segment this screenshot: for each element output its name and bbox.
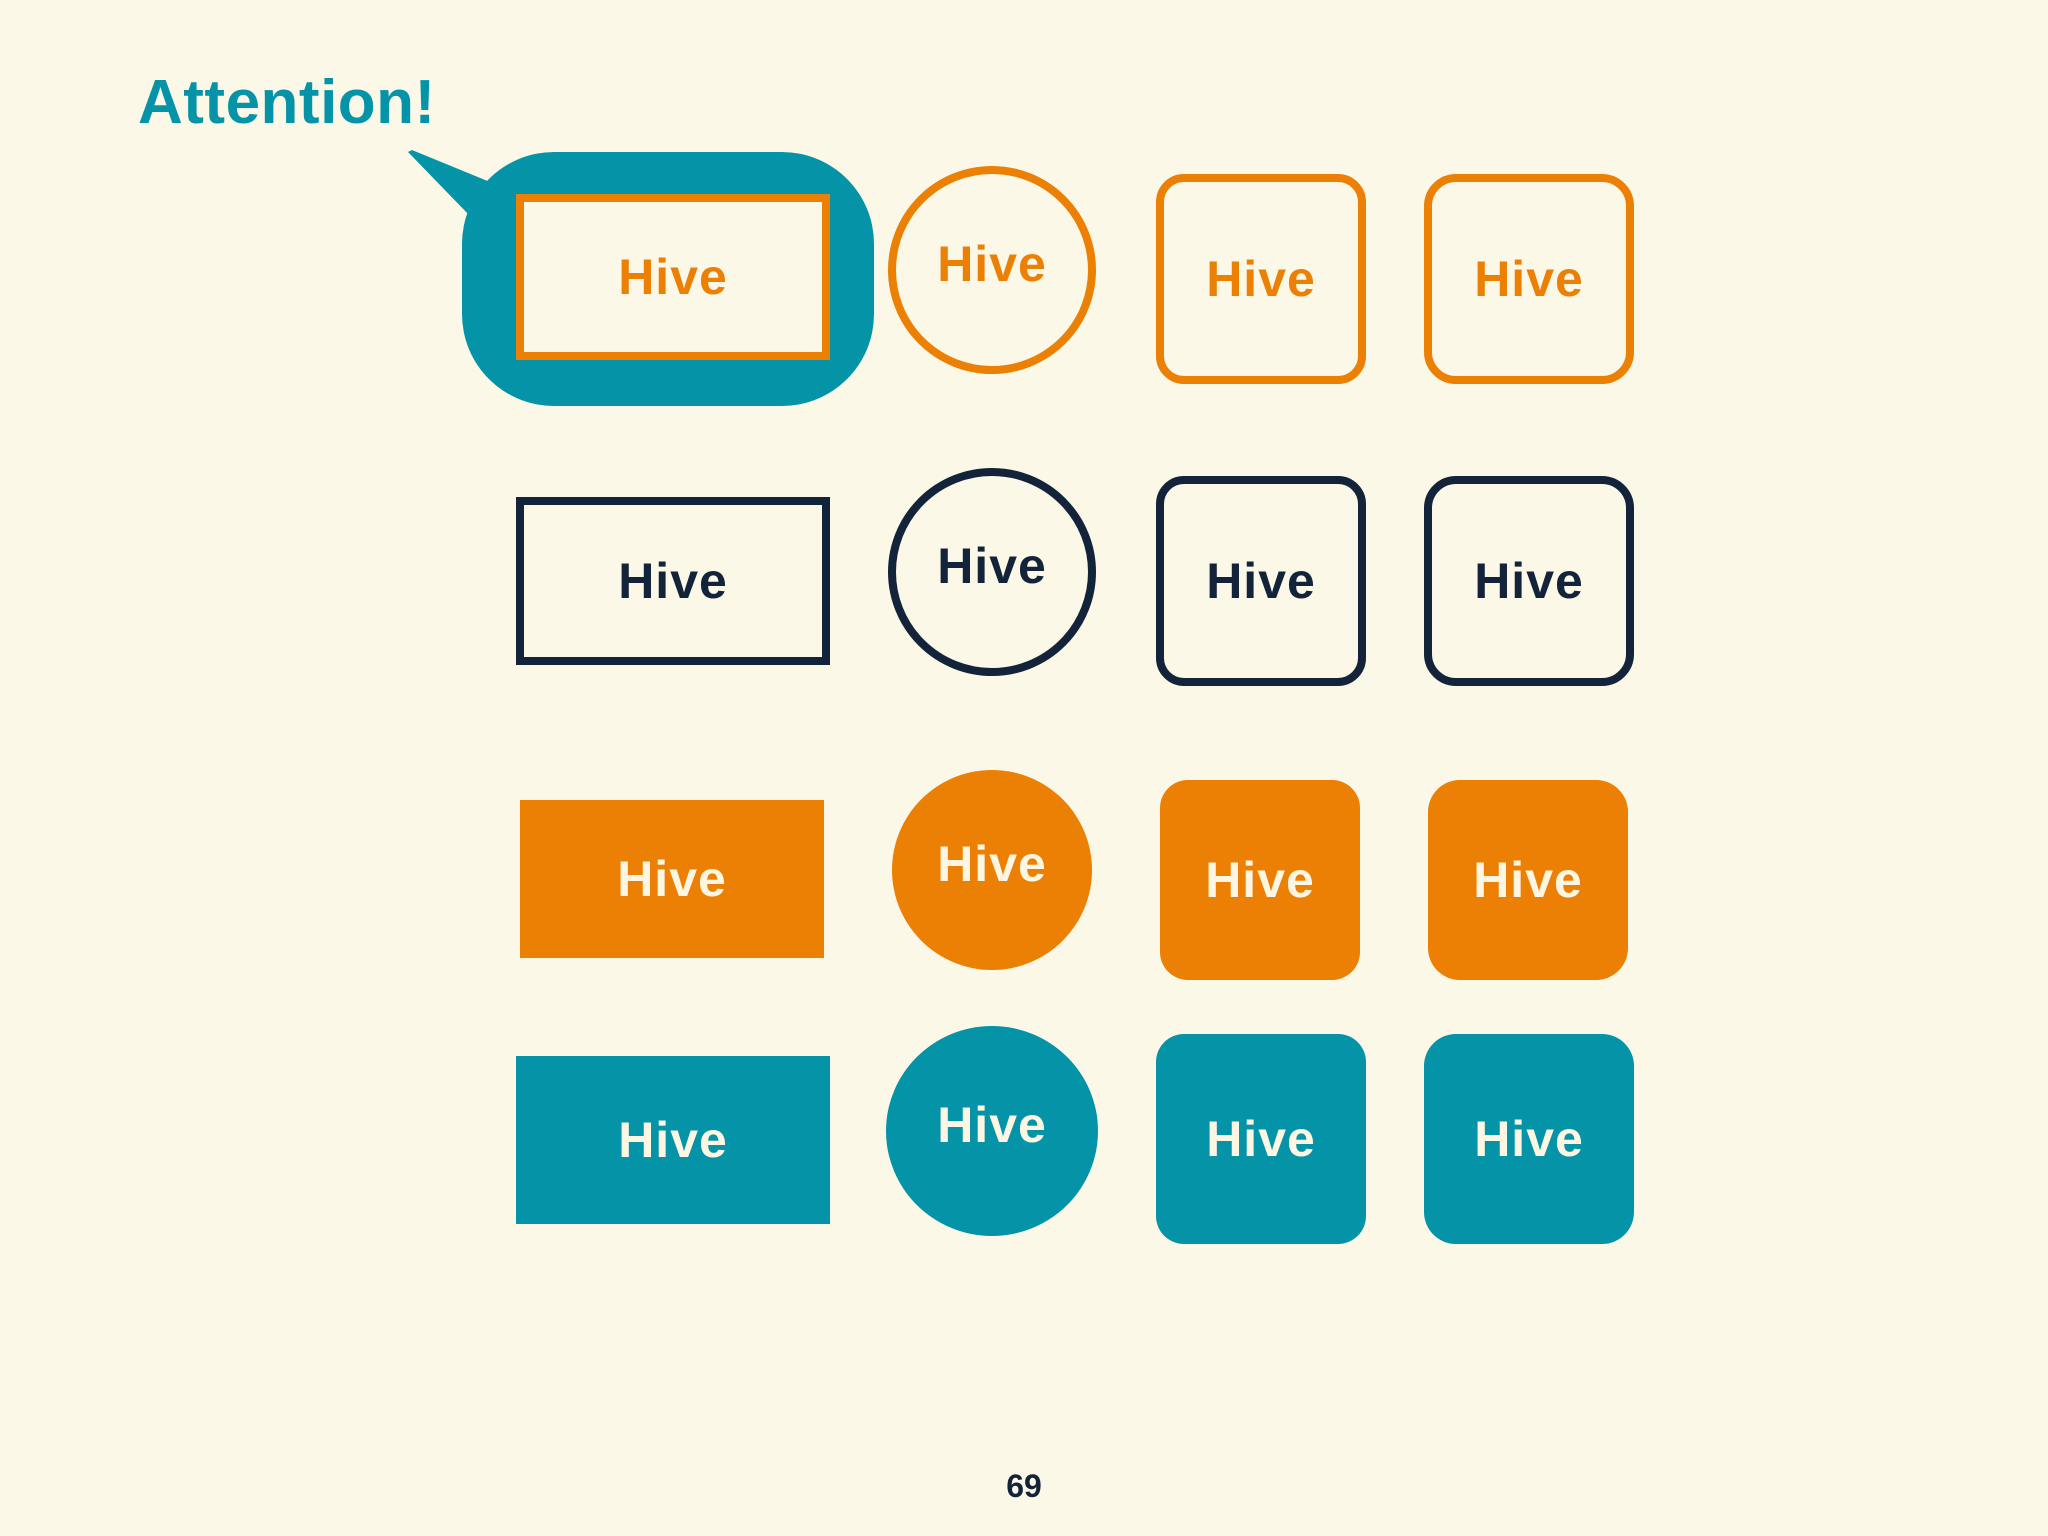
logo-navy-outline-rounded-square-alt: Hive [1424, 476, 1634, 686]
logo-teal-fill-circle: Hive [886, 1026, 1098, 1236]
attention-label: Attention! [138, 68, 436, 137]
logo-label: Hive [937, 236, 1047, 292]
logo-label: Hive [1474, 553, 1584, 609]
logo-orange-fill-rounded-square: Hive [1160, 780, 1360, 980]
logo-label: Hive [937, 538, 1047, 594]
logo-teal-fill-rounded-square: Hive [1156, 1034, 1366, 1244]
logo-navy-outline-rounded-square: Hive [1156, 476, 1366, 686]
logo-orange-fill-rounded-square-alt: Hive [1428, 780, 1628, 980]
logo-label: Hive [1205, 852, 1315, 908]
logo-label: Hive [1206, 251, 1316, 307]
logo-label: Hive [618, 553, 728, 609]
page-number: 69 [1006, 1468, 1042, 1504]
logo-label: Hive [1474, 1111, 1584, 1167]
logo-label: Hive [1206, 1111, 1316, 1167]
logo-teal-fill-rounded-square-alt: Hive [1424, 1034, 1634, 1244]
logo-label: Hive [1474, 251, 1584, 307]
logo-teal-fill-rectangle: Hive [516, 1056, 830, 1224]
logo-label: Hive [937, 1097, 1047, 1153]
logo-orange-outline-rounded-square-alt: Hive [1424, 174, 1634, 384]
logo-label: Hive [1473, 852, 1583, 908]
callout-bubble-tail [408, 150, 490, 216]
logo-label: Hive [937, 836, 1047, 892]
logo-label: Hive [617, 851, 727, 907]
logo-navy-outline-circle: Hive [888, 468, 1096, 676]
logo-label: Hive [618, 1112, 728, 1168]
logo-label: Hive [1206, 553, 1316, 609]
logo-orange-outline-rectangle: Hive [516, 194, 830, 360]
logo-orange-fill-rectangle: Hive [520, 800, 824, 958]
logo-orange-outline-rounded-square: Hive [1156, 174, 1366, 384]
logo-orange-outline-circle: Hive [888, 166, 1096, 374]
logo-navy-outline-rectangle: Hive [516, 497, 830, 665]
logo-orange-fill-circle: Hive [892, 770, 1092, 970]
logo-label: Hive [618, 249, 728, 305]
